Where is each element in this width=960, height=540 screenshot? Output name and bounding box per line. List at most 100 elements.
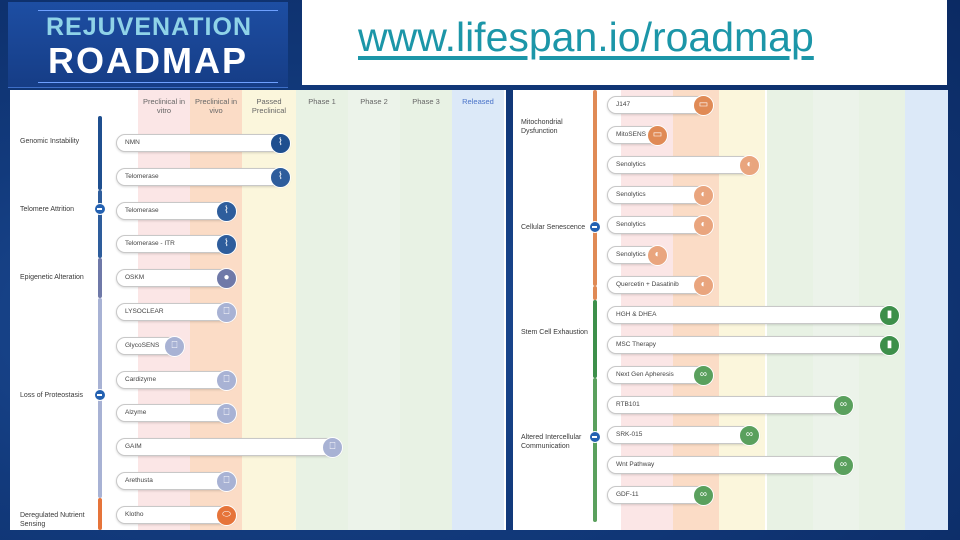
category-label: Epigenetic Alteration	[20, 274, 84, 281]
dna-icon: ⌇	[270, 166, 291, 188]
stage-header-7: Released	[462, 97, 494, 106]
therapy-label: Telomerase	[125, 172, 159, 180]
therapy-item[interactable]: RTB101 ∞	[607, 395, 854, 416]
therapy-label: Next Gen Apheresis	[616, 371, 674, 378]
therapy-item[interactable]: GlycoSENS⎕	[116, 335, 185, 357]
dna-icon: ⌇	[216, 234, 237, 256]
link-icon: ∞	[693, 365, 714, 386]
link-icon: ∞	[833, 395, 854, 416]
cell-icon: ◐	[693, 185, 714, 206]
therapy-item[interactable]: Telomerase - ITR ⌇	[116, 234, 237, 256]
therapy-item[interactable]: Senolytics◐	[607, 245, 668, 266]
therapy-item[interactable]: J147▭	[607, 95, 714, 116]
category-timeline-3	[593, 300, 597, 378]
trash-icon: ⎕	[216, 369, 237, 391]
therapy-item[interactable]: Klotho ⬭	[116, 504, 237, 526]
therapy-item[interactable]: Senolytics ◐	[607, 155, 760, 176]
therapy-label: MitoSENS	[616, 131, 646, 138]
category-label: Stem Cell Exhaustion	[521, 329, 588, 336]
category-timeline-5	[98, 498, 102, 530]
stage-column-5	[348, 90, 400, 530]
stage-header-1: Preclinical in vitro	[142, 97, 186, 115]
therapy-label: SRK-015	[616, 431, 643, 438]
category-collapse-button[interactable]	[589, 221, 601, 233]
therapy-item[interactable]: OSKM ●	[116, 268, 237, 290]
url-banner: www.lifespan.io/roadmap	[302, 0, 947, 85]
trash-icon: ⎕	[216, 403, 237, 425]
category-label: Altered Intercellular Communication	[521, 434, 582, 450]
therapy-label: GAIM	[125, 443, 142, 451]
category-collapse-button[interactable]	[94, 389, 106, 401]
stage-header-4: Phase 1	[308, 97, 336, 106]
roadmap-url-link[interactable]: www.lifespan.io/roadmap	[358, 14, 814, 60]
therapy-item[interactable]: Alzyme ⎕	[116, 403, 237, 425]
logo-line-2: ROADMAP	[48, 40, 248, 81]
therapy-item[interactable]: Telomerase⌇	[116, 200, 237, 222]
therapy-label: Telomerase	[125, 206, 159, 214]
link-icon: ∞	[693, 485, 714, 506]
toggle-icon: ●	[216, 268, 237, 290]
therapy-label: HGH & DHEA	[616, 311, 657, 318]
trash-icon: ⎕	[164, 335, 185, 357]
link-icon: ∞	[739, 425, 760, 446]
roadmap-panel-left: Preclinical in vitro Preclinical in vivo P…	[10, 90, 506, 530]
stage-column-6	[400, 90, 452, 530]
category-timeline-1	[98, 116, 102, 190]
cell-icon: ◐	[693, 275, 714, 296]
therapy-label: Telomerase - ITR	[125, 240, 175, 248]
therapy-item[interactable]: GAIM⎕	[116, 437, 343, 459]
therapy-label: Senolytics	[616, 251, 646, 258]
trash-icon: ⎕	[216, 471, 237, 492]
rejuvenation-roadmap-logo: REJUVENATION ROADMAP	[8, 2, 288, 88]
therapy-item[interactable]: Arethusta ⎕	[116, 471, 237, 492]
dna-icon: ⌇	[270, 133, 291, 154]
category-label: Deregulated Nutrient Sensing	[20, 512, 85, 528]
stage-column-4	[296, 90, 348, 530]
therapy-item[interactable]: MSC Therapy ▮	[607, 335, 900, 356]
therapy-label: Arethusta	[125, 477, 153, 484]
stage-header-3: Passed Preclinical	[251, 97, 287, 115]
therapy-label: J147	[616, 101, 631, 108]
therapy-item[interactable]: HGH & DHEA▮	[607, 305, 900, 326]
cell-icon: ◐	[739, 155, 760, 176]
therapy-label: Senolytics	[616, 161, 646, 168]
therapy-label: Quercetin + Dasatinib	[616, 281, 679, 288]
therapy-label: Alzyme	[125, 409, 147, 417]
therapy-label: Klotho	[125, 510, 144, 518]
pill-icon: ⬭	[216, 504, 237, 526]
therapy-label: NMN	[125, 139, 140, 146]
category-label: Cellular Senescence	[521, 224, 586, 231]
therapy-item[interactable]: LYSOCLEAR⎕	[116, 302, 237, 323]
stage-header-2: Preclinical in vivo	[194, 97, 238, 115]
cell-icon: ◐	[647, 245, 668, 266]
therapy-label: MSC Therapy	[616, 341, 656, 348]
shield-icon: ▮	[879, 335, 900, 356]
therapy-label: RTB101	[616, 401, 640, 408]
logo-divider-top	[38, 10, 278, 11]
category-collapse-button[interactable]	[94, 203, 106, 215]
therapy-item[interactable]: Cardizyme ⎕	[116, 369, 237, 391]
cell-icon: ◐	[693, 215, 714, 236]
stage-column-3	[242, 90, 296, 530]
therapy-item[interactable]: MitoSENS▭	[607, 125, 668, 146]
therapy-item[interactable]: SRK-015 ∞	[607, 425, 760, 446]
therapy-item[interactable]: NMN ⌇	[116, 133, 291, 154]
therapy-label: OSKM	[125, 274, 145, 282]
therapy-label: Cardizyme	[125, 375, 157, 383]
category-collapse-button[interactable]	[589, 431, 601, 443]
therapy-label: Senolytics	[616, 191, 646, 198]
therapy-item[interactable]: GDF-11∞	[607, 485, 714, 506]
therapy-item[interactable]: Senolytics◐	[607, 215, 714, 236]
therapy-item[interactable]: Next Gen Apheresis ∞	[607, 365, 714, 386]
therapy-label: LYSOCLEAR	[125, 308, 164, 315]
therapy-item[interactable]: Telomerase ⌇	[116, 166, 291, 188]
stage-column-7	[905, 90, 948, 530]
category-label: Genomic Instability	[20, 138, 80, 145]
category-label: Loss of Proteostasis	[20, 392, 84, 399]
therapy-item[interactable]: Quercetin + Dasatinib ◐	[607, 275, 714, 296]
therapy-item[interactable]: Senolytics ◐	[607, 185, 714, 206]
therapy-item[interactable]: Wnt Pathway∞	[607, 455, 854, 476]
stage-header-6: Phase 3	[412, 97, 440, 106]
category-label: Mitochondrial Dysfunction	[521, 119, 563, 135]
